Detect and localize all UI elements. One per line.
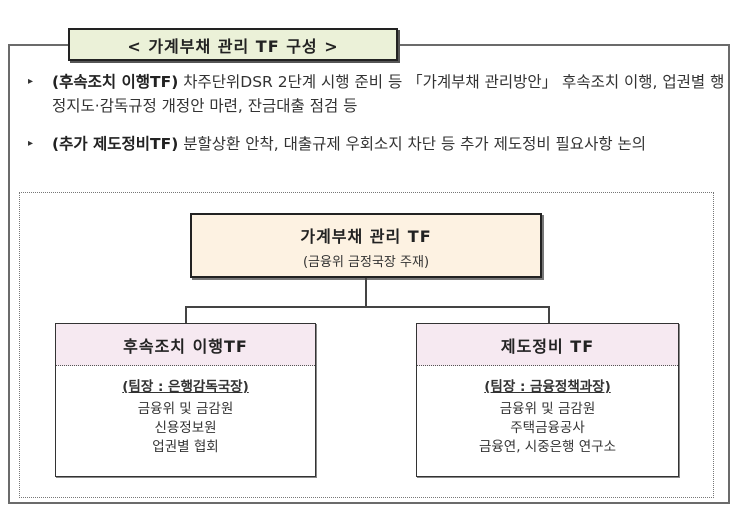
bullet-text: (후속조치 이행TF) 차주단위DSR 2단계 시행 준비 등 「가계부채 관리…: [52, 70, 728, 118]
connector-horizontal: [185, 306, 549, 308]
section-title: < 가계부채 관리 TF 구성 >: [68, 28, 398, 61]
child-node-member: 주택금융공사: [510, 420, 585, 436]
triangle-bullet-icon: ▸: [28, 76, 34, 87]
main-node-subtitle: (금융위 금정국장 주재): [302, 255, 430, 270]
connector-vertical-left: [185, 306, 187, 323]
child-node-leader: (팀장 : 금융정책과장): [484, 379, 611, 395]
child-node-title: 제도정비 TF: [417, 324, 678, 366]
child-node-member: 업권별 협회: [152, 439, 219, 455]
child-node-member: 신용정보원: [154, 420, 217, 436]
org-child-node-institution: 제도정비 TF (팀장 : 금융정책과장) 금융위 및 금감원 주택금융공사 금…: [416, 323, 679, 477]
triangle-bullet-icon: ▸: [28, 138, 34, 149]
main-node-title: 가계부채 관리 TF: [300, 227, 432, 246]
bullet-body: 차주단위DSR 2단계 시행 준비 등 「가계부채 관리방안」 후속조치 이행,…: [52, 73, 725, 115]
bullet-lead: (후속조치 이행TF): [52, 73, 179, 91]
org-child-node-followup: 후속조치 이행TF (팀장 : 은행감독국장) 금융위 및 금감원 신용정보원 …: [55, 323, 316, 477]
bullet-item: ▸ (추가 제도정비TF) 분할상환 안착, 대출규제 우회소지 차단 등 추가…: [28, 132, 728, 156]
child-node-member: 금융연, 시중은행 연구소: [478, 439, 617, 455]
org-chart-frame: [19, 192, 714, 498]
bullet-body: 분할상환 안착, 대출규제 우회소지 차단 등 추가 제도정비 필요사항 논의: [178, 135, 647, 153]
child-node-leader: (팀장 : 은행감독국장): [122, 379, 249, 395]
child-node-member: 금융위 및 금감원: [499, 401, 596, 417]
bullet-lead: (추가 제도정비TF): [52, 135, 179, 153]
child-node-title: 후속조치 이행TF: [56, 324, 315, 366]
org-main-node: 가계부채 관리 TF (금융위 금정국장 주재): [190, 213, 542, 278]
connector-vertical-main: [365, 278, 367, 306]
bullet-text: (추가 제도정비TF) 분할상환 안착, 대출규제 우회소지 차단 등 추가 제…: [52, 132, 728, 156]
connector-vertical-right: [548, 306, 550, 323]
bullet-item: ▸ (후속조치 이행TF) 차주단위DSR 2단계 시행 준비 등 「가계부채 …: [28, 70, 728, 118]
child-node-member: 금융위 및 금감원: [137, 401, 234, 417]
